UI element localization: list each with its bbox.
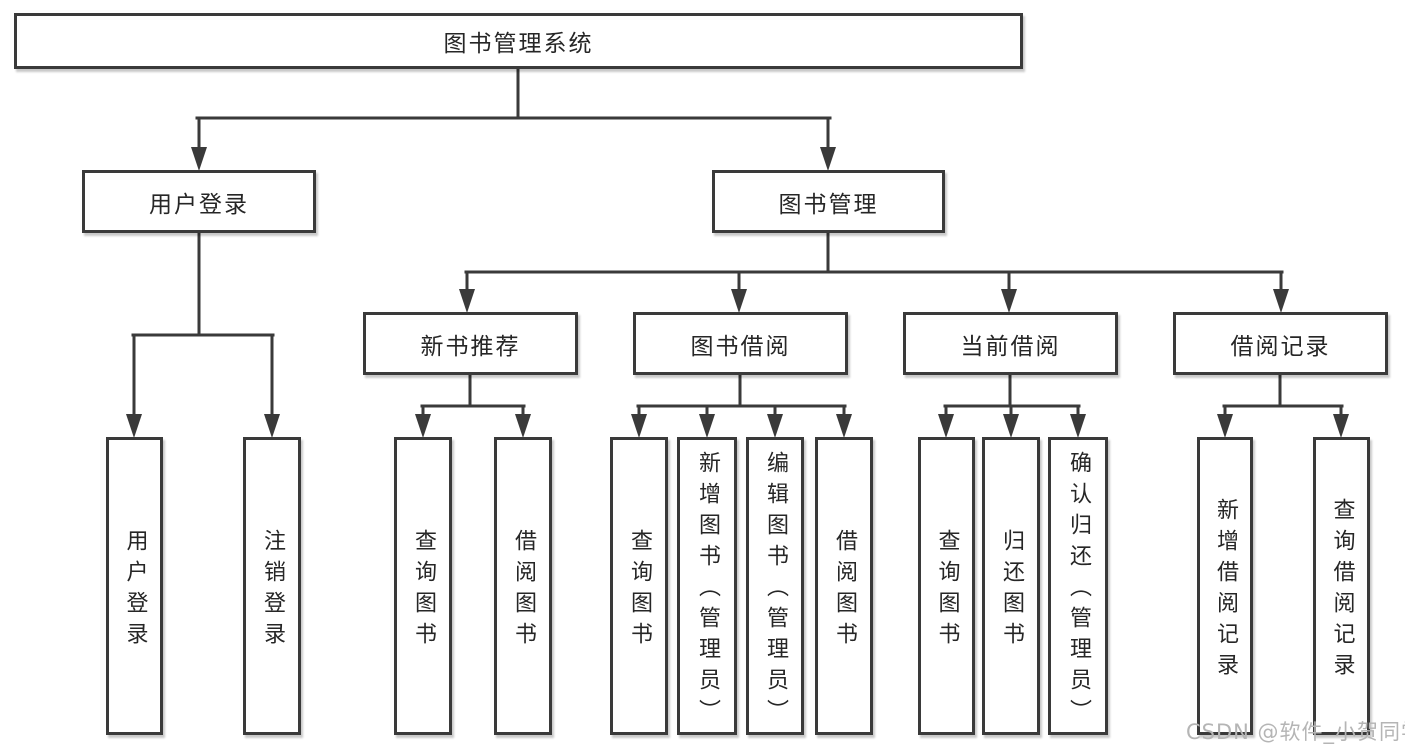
node-label: 查询图书 (627, 528, 652, 653)
arrowhead (631, 414, 647, 438)
connector-book-management-children (459, 231, 1289, 313)
connector-user-login-children (126, 231, 280, 438)
leaf-records-query-record: 查询借阅记录 (1313, 437, 1370, 735)
arrowhead (836, 414, 852, 438)
arrowhead (1003, 414, 1019, 438)
node-book-borrowing: 图书借阅 (633, 312, 848, 375)
watermark: CSDN @软件_小贺同学 (1186, 720, 1405, 744)
leaf-borrowing-borrow-books: 借阅图书 (815, 437, 873, 735)
arrowhead (1001, 289, 1017, 313)
arrowhead (515, 414, 531, 438)
node-label: 图书借阅 (690, 333, 791, 360)
node-label: 注销登录 (260, 528, 285, 653)
connector-book-borrowing-children (631, 373, 852, 438)
node-root: 图书管理系统 (14, 13, 1023, 69)
connector-borrowing-records-children (1217, 373, 1349, 438)
arrowhead (1333, 414, 1349, 438)
connector-new-book-recommend-children (415, 373, 531, 438)
node-label: 归还图书 (999, 528, 1024, 653)
node-new-book-recommend: 新书推荐 (363, 312, 578, 375)
arrowhead (699, 414, 715, 438)
leaf-user-login: 用户登录 (106, 437, 163, 735)
arrowhead (938, 414, 954, 438)
node-label: 借阅记录 (1230, 333, 1331, 360)
node-label: 查询借阅记录 (1329, 497, 1355, 684)
leaf-current-query-books: 查询图书 (918, 437, 975, 735)
leaf-records-add-record: 新增借阅记录 (1197, 437, 1253, 735)
arrowhead (731, 289, 747, 313)
arrowhead (415, 414, 431, 438)
leaf-borrowing-add-books-admin: 新增图书（管理员） (677, 437, 737, 735)
leaf-current-confirm-return-admin: 确认归还（管理员） (1048, 437, 1108, 735)
node-label: 借阅图书 (511, 528, 536, 653)
leaf-borrowing-query-books: 查询图书 (610, 437, 668, 735)
node-book-management: 图书管理 (712, 170, 945, 233)
node-label: 图书管理 (778, 191, 879, 218)
arrowhead (820, 147, 836, 171)
node-borrowing-records: 借阅记录 (1173, 312, 1388, 375)
node-label: 新书推荐 (420, 333, 521, 360)
arrowhead (191, 147, 207, 171)
leaf-borrowing-edit-books-admin: 编辑图书（管理员） (746, 437, 804, 735)
connector-current-borrowing-children (938, 373, 1086, 438)
node-label: 确认归还（管理员） (1066, 451, 1091, 730)
arrowhead (767, 414, 783, 438)
node-label: 借阅图书 (832, 528, 857, 653)
arrowhead (264, 414, 280, 438)
connector-root-to-level2 (191, 67, 836, 171)
node-label: 查询图书 (934, 528, 960, 653)
node-label: 图书管理系统 (443, 31, 594, 57)
leaf-logout: 注销登录 (243, 437, 301, 735)
arrowhead (126, 414, 142, 438)
leaf-recommend-query-books: 查询图书 (394, 437, 452, 735)
node-label: 新增借阅记录 (1213, 497, 1238, 684)
node-current-borrowing: 当前借阅 (903, 312, 1118, 375)
node-label: 编辑图书（管理员） (763, 451, 788, 730)
arrowhead (1070, 414, 1086, 438)
node-user-login: 用户登录 (82, 170, 316, 233)
node-label: 新增图书（管理员） (695, 451, 720, 730)
node-label: 当前借阅 (960, 333, 1061, 360)
node-label: 查询图书 (411, 528, 436, 653)
node-label: 用户登录 (122, 528, 148, 653)
leaf-recommend-borrow-books: 借阅图书 (494, 437, 552, 735)
arrowhead (1217, 414, 1233, 438)
arrowhead (1273, 289, 1289, 313)
node-label: 用户登录 (149, 191, 249, 218)
leaf-current-return-books: 归还图书 (982, 437, 1040, 735)
arrowhead (459, 289, 475, 313)
